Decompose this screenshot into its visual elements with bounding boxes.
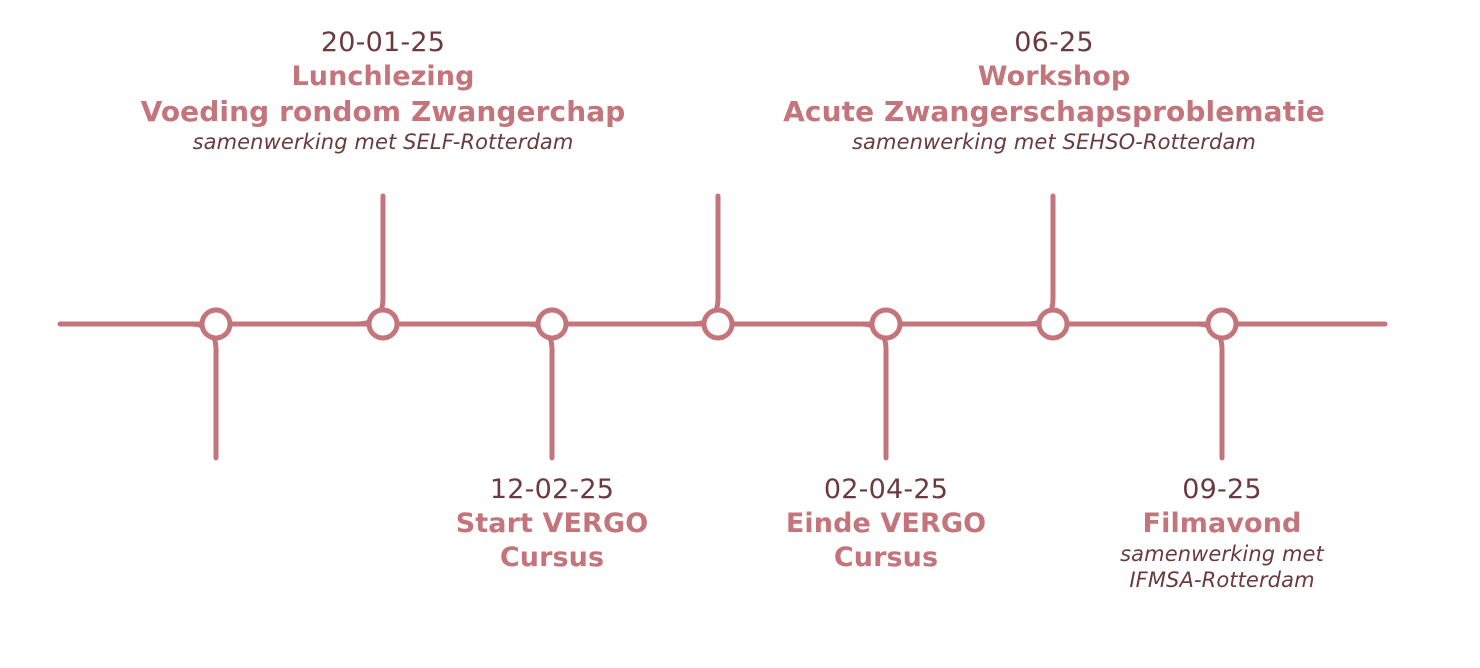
event-title-line1: Einde VERGO	[785, 508, 987, 540]
event-label-lunchlezing: 20-01-25 Lunchlezing Voeding rondom Zwan…	[83, 26, 683, 156]
event-label-workshop: 06-25 Workshop Acute Zwangerschapsproble…	[738, 26, 1370, 156]
event-title-line1: Filmavond	[1142, 508, 1302, 540]
event-label-start-vergo: 12-02-25 Start VERGO Cursus	[412, 473, 692, 575]
timeline-stem-up	[689, 193, 721, 327]
event-date: 02-04-25	[823, 474, 949, 505]
event-note-line1: samenwerking met	[1120, 542, 1324, 567]
event-title-line2: Acute Zwangerschapsproblematie	[783, 95, 1325, 129]
event-note-line2: IFMSA-Rotterdam	[1129, 568, 1315, 593]
event-date: 12-02-25	[489, 474, 615, 505]
timeline-node-circle	[701, 307, 735, 341]
timeline-node-circle	[535, 307, 569, 341]
event-title-line1: Workshop	[977, 61, 1131, 93]
event-date: 06-25	[1014, 27, 1094, 58]
timeline-stem-down	[1193, 321, 1225, 461]
timeline-node-circle	[1036, 307, 1070, 341]
event-title-line2: Cursus	[833, 542, 939, 574]
event-title-line1: Lunchlezing	[291, 61, 475, 93]
timeline-stem-up	[354, 193, 386, 327]
timeline-stem-up	[1024, 193, 1056, 327]
timeline-stem-down	[187, 321, 219, 461]
event-date: 09-25	[1182, 474, 1262, 505]
timeline-node-circle	[869, 307, 903, 341]
event-note: samenwerking met SELF-Rotterdam	[192, 130, 574, 155]
event-label-einde-vergo: 02-04-25 Einde VERGO Cursus	[746, 473, 1026, 575]
event-title-line2: Cursus	[499, 542, 605, 574]
event-note: samenwerking met SEHSO-Rotterdam	[852, 130, 1256, 155]
event-date: 20-01-25	[320, 27, 446, 58]
timeline-stem-down	[857, 321, 889, 461]
timeline-stem-down	[523, 321, 555, 461]
event-title-line1: Start VERGO	[455, 508, 649, 540]
event-title-line2: Voeding rondom Zwangerchap	[140, 95, 626, 129]
event-label-filmavond: 09-25 Filmavond samenwerking met IFMSA-R…	[1082, 473, 1362, 594]
timeline-node-circle	[199, 307, 233, 341]
timeline-node-circle	[1205, 307, 1239, 341]
timeline-node-circle	[366, 307, 400, 341]
